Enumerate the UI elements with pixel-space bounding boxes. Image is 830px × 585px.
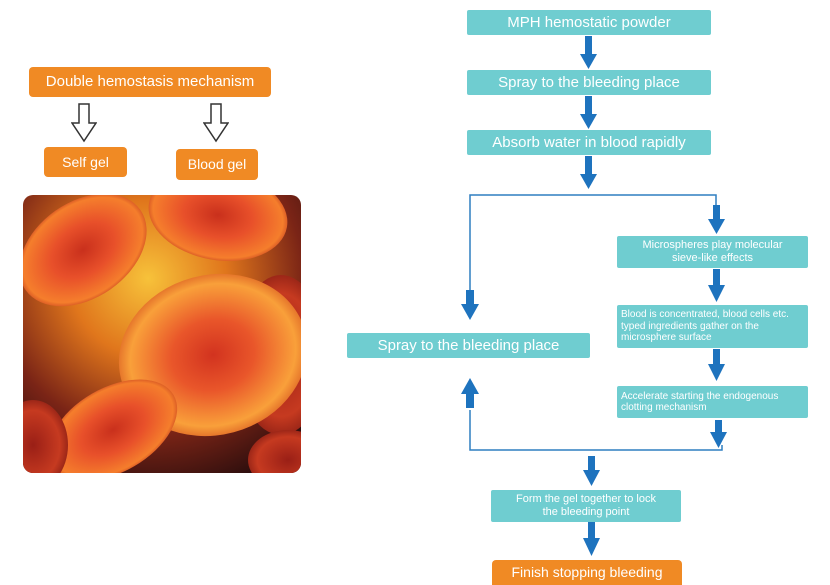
arrow-down-icon (580, 36, 597, 69)
step-spray: Spray to the bleeding place (467, 70, 711, 95)
red-blood-cells-image (23, 195, 301, 473)
arrow-down-icon (708, 205, 725, 234)
blood-gel-label: Blood gel (176, 149, 258, 180)
arrow-down-icon (710, 420, 727, 448)
arrow-down-icon (708, 349, 725, 381)
step-absorb: Absorb water in blood rapidly (467, 130, 711, 155)
right-step-concentrated: Blood is concentrated, blood cells etc. … (617, 305, 808, 348)
arrow-down-icon (708, 269, 725, 302)
arrow-down-icon (583, 522, 600, 556)
right-step-accelerate: Accelerate starting the endogenous clott… (617, 386, 808, 418)
step-form-gel: Form the gel together to lock the bleedi… (491, 490, 681, 522)
right-step-sieve: Microspheres play molecular sieve-like e… (617, 236, 808, 268)
arrow-down-icon (583, 456, 600, 486)
arrow-down-icon (461, 290, 479, 320)
arrow-up-icon (461, 378, 479, 408)
self-gel-label: Self gel (44, 147, 127, 177)
step-finish: Finish stopping bleeding (492, 560, 682, 585)
mechanism-title: Double hemostasis mechanism (29, 67, 271, 97)
step-mph-powder: MPH hemostatic powder (467, 10, 711, 35)
hollow-arrow-right-icon (203, 103, 229, 143)
arrow-down-icon (580, 96, 597, 129)
left-branch-spray: Spray to the bleeding place (347, 333, 590, 358)
arrow-down-icon (580, 156, 597, 189)
hollow-arrow-left-icon (71, 103, 97, 143)
